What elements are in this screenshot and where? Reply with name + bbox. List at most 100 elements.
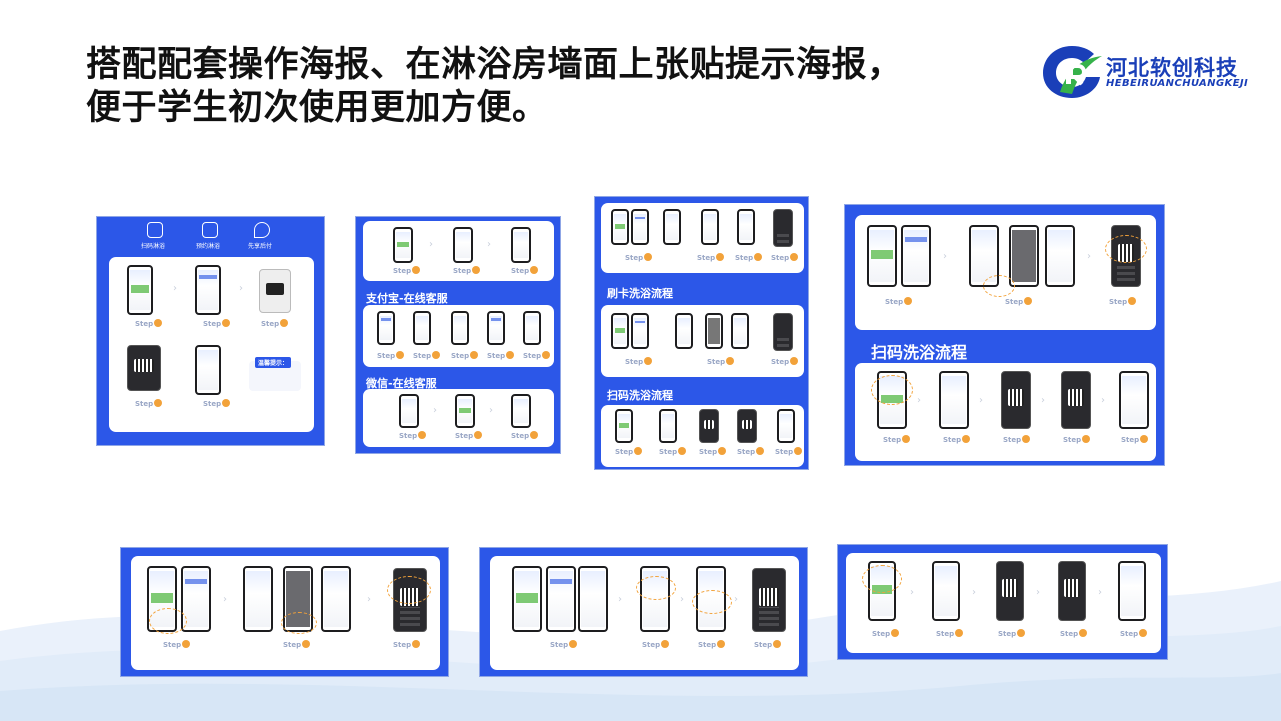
poster-4-card-bottom: › › › › Step Step Step Step Step bbox=[855, 363, 1156, 461]
phone-screenshot bbox=[195, 345, 221, 395]
chevron-right-icon: › bbox=[979, 395, 983, 406]
logo-name-en: HEBEIRUANCHUANGKEJI bbox=[1106, 78, 1249, 89]
shower-device bbox=[699, 409, 719, 443]
phone-screenshot bbox=[453, 227, 473, 263]
poster-7-card: › › › › Step Step Step Step Step bbox=[846, 553, 1161, 653]
phone-screenshot bbox=[512, 566, 542, 632]
phone-screenshot bbox=[932, 561, 960, 621]
phone-screenshot bbox=[1119, 371, 1149, 429]
step-label: Step bbox=[872, 629, 900, 638]
step-label: Step bbox=[735, 253, 763, 262]
logo-name-cn: 河北软创科技 bbox=[1106, 56, 1238, 80]
logo-mark-icon bbox=[1043, 46, 1102, 98]
phone-screenshot bbox=[578, 566, 608, 632]
phone-screenshot bbox=[611, 313, 629, 349]
step-label: Step bbox=[455, 431, 483, 440]
title-line-2: 便于学生初次使用更加方便。 bbox=[86, 88, 548, 128]
step-label: Step bbox=[697, 253, 725, 262]
step-label: Step bbox=[163, 640, 191, 649]
highlight-circle bbox=[871, 375, 913, 405]
chevron-right-icon: › bbox=[917, 395, 921, 406]
phone-screenshot bbox=[451, 311, 469, 345]
phone-screenshot bbox=[867, 225, 897, 287]
reserve-shower-icon bbox=[202, 222, 218, 238]
step-label: Step bbox=[998, 629, 1026, 638]
phone-screenshot bbox=[523, 311, 541, 345]
highlight-circle bbox=[387, 576, 431, 604]
step-label: Step bbox=[883, 435, 911, 444]
poster-3-card-bottom: Step Step Step Step Step bbox=[601, 405, 804, 467]
phone-screenshot bbox=[737, 209, 755, 245]
phone-screenshot bbox=[511, 394, 531, 428]
step-label: Step bbox=[377, 351, 405, 360]
phone-screenshot bbox=[1045, 225, 1075, 287]
highlight-circle bbox=[281, 612, 317, 634]
phone-screenshot bbox=[705, 313, 723, 349]
step-label: Step bbox=[615, 447, 643, 456]
highlight-circle bbox=[692, 590, 732, 614]
step-label: Step bbox=[203, 319, 231, 328]
poster-2-card-bottom: › › Step Step Step bbox=[363, 389, 554, 447]
phone-screenshot bbox=[413, 311, 431, 345]
phone-screenshot bbox=[939, 371, 969, 429]
shower-device bbox=[1058, 561, 1086, 621]
shower-device bbox=[996, 561, 1024, 621]
chevron-right-icon: › bbox=[239, 283, 243, 294]
phone-screenshot bbox=[659, 409, 677, 443]
step-label: Step bbox=[642, 640, 670, 649]
chevron-right-icon: › bbox=[910, 587, 914, 598]
step-label: Step bbox=[885, 297, 913, 306]
tip-box: 温馨提示： bbox=[249, 357, 301, 391]
phone-screenshot bbox=[455, 394, 475, 428]
shower-device bbox=[737, 409, 757, 443]
shower-device bbox=[773, 209, 793, 247]
step-label: Step bbox=[625, 357, 653, 366]
poster-online-service: › › Step Step Step 支付宝-在线客服 Step Step St… bbox=[355, 216, 561, 454]
step-label: Step bbox=[625, 253, 653, 262]
poster-card-and-scan: Step Step Step Step 刷卡洗浴流程 Step Step Ste… bbox=[594, 196, 809, 470]
step-label: Step bbox=[754, 640, 782, 649]
phone-screenshot bbox=[487, 311, 505, 345]
phone-screenshot bbox=[321, 566, 351, 632]
phone-screenshot bbox=[243, 566, 273, 632]
step-label: Step bbox=[698, 640, 726, 649]
step-label: Step bbox=[399, 431, 427, 440]
chevron-right-icon: › bbox=[429, 239, 433, 250]
phone-screenshot bbox=[546, 566, 576, 632]
phone-screenshot bbox=[377, 311, 395, 345]
poster-6-card: › › › Step Step Step Step bbox=[490, 556, 799, 670]
poster-scan-shower-large: › › Step Step Step 扫码洗浴流程 › › › › Step S… bbox=[844, 204, 1165, 466]
step-label: Step bbox=[453, 266, 481, 275]
chevron-right-icon: › bbox=[489, 405, 493, 416]
phone-screenshot bbox=[181, 566, 211, 632]
icon-label-scan-shower: 扫码淋浴 bbox=[141, 243, 166, 250]
step-label: Step bbox=[135, 399, 163, 408]
phone-screenshot bbox=[663, 209, 681, 245]
chevron-right-icon: › bbox=[433, 405, 437, 416]
chevron-right-icon: › bbox=[943, 251, 947, 262]
poster-3-card-mid: Step Step Step bbox=[601, 305, 804, 377]
chevron-right-icon: › bbox=[1036, 587, 1040, 598]
chevron-right-icon: › bbox=[1041, 395, 1045, 406]
phone-screenshot bbox=[195, 265, 221, 315]
poster-2-card-mid: Step Step Step Step Step bbox=[363, 305, 554, 367]
step-label: Step bbox=[1120, 629, 1148, 638]
step-label: Step bbox=[1121, 435, 1149, 444]
shower-device bbox=[773, 313, 793, 351]
step-label: Step bbox=[737, 447, 765, 456]
poster-3-card-top: Step Step Step Step bbox=[601, 203, 804, 273]
section-title-scan-shower: 扫码洗浴流程 bbox=[871, 343, 968, 362]
chevron-right-icon: › bbox=[1098, 587, 1102, 598]
step-label: Step bbox=[775, 447, 803, 456]
section-title-scan-shower: 扫码洗浴流程 bbox=[607, 389, 673, 402]
poster-card-flow-2: › › › Step Step Step Step bbox=[479, 547, 808, 677]
pay-later-icon bbox=[254, 222, 270, 238]
highlight-circle bbox=[1105, 235, 1147, 263]
shower-device bbox=[752, 568, 786, 632]
step-label: Step bbox=[659, 447, 687, 456]
poster-5-card: › › Step Step Step bbox=[131, 556, 440, 670]
shower-device bbox=[1001, 371, 1031, 429]
phone-screenshot bbox=[901, 225, 931, 287]
chevron-right-icon: › bbox=[223, 594, 227, 605]
step-label: Step bbox=[135, 319, 163, 328]
